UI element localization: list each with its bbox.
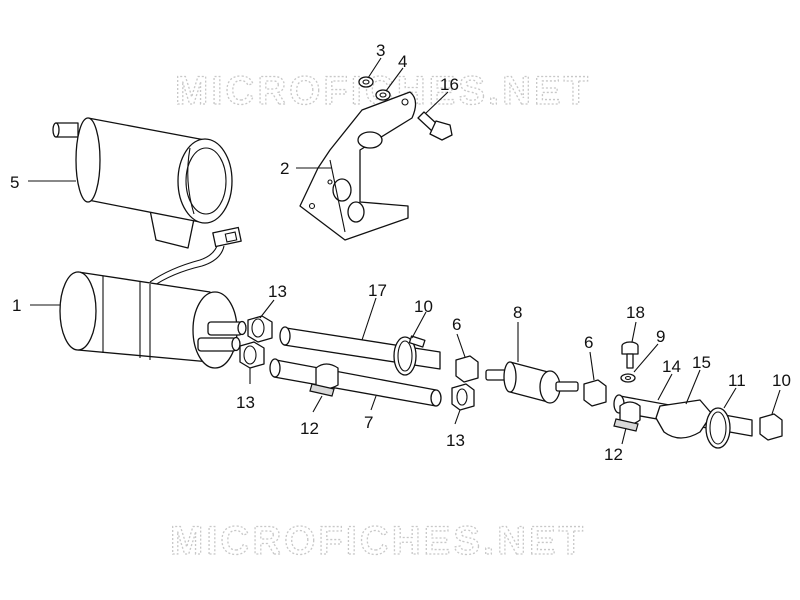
callout-7: 7: [364, 413, 373, 432]
callout-12-left: 12: [300, 419, 319, 438]
part-6-cap-left: [455, 355, 479, 383]
callout-10-right: 10: [772, 371, 791, 390]
part-4-washer: [375, 89, 391, 101]
part-13-clamp-a: [247, 315, 273, 343]
callout-18: 18: [626, 303, 645, 322]
part-13-clamp-c: [451, 383, 475, 411]
callout-8: 8: [513, 303, 522, 322]
part-12-clip-right: [613, 401, 641, 432]
part-1-fuel-pump: [59, 271, 247, 369]
part-17-hose: [279, 326, 441, 370]
part-12-clip-left: [309, 363, 339, 397]
callout-10-left: 10: [414, 297, 433, 316]
part-11-band-clamp: [705, 407, 731, 449]
callout-9: 9: [656, 327, 665, 346]
part-10-band-clamp: [393, 335, 426, 376]
part-6-cap-right: [583, 379, 607, 407]
callout-13-top: 13: [268, 282, 287, 301]
part-2-bracket: [299, 91, 417, 241]
part-15-strap: [655, 399, 713, 439]
wiring-connector: [149, 226, 242, 288]
part-10-cap-right: [759, 413, 783, 441]
callout-labels: 1 2 3 4 5 6 6 7 8 9 10 10 11 12 12 13 13…: [10, 41, 791, 464]
callout-6-left: 6: [452, 315, 461, 334]
callout-2: 2: [280, 159, 289, 178]
callout-13-bottom-right: 13: [446, 431, 465, 450]
part-3-washer: [358, 76, 374, 88]
callout-11: 11: [728, 371, 746, 390]
callout-15: 15: [692, 353, 711, 372]
callout-4: 4: [398, 52, 407, 71]
callout-6-right: 6: [584, 333, 593, 352]
part-7-hose: [269, 358, 442, 407]
callout-13-bottom-left: 13: [236, 393, 255, 412]
callout-16: 16: [440, 75, 459, 94]
callout-3: 3: [376, 41, 385, 60]
part-13-clamp-b: [239, 341, 265, 369]
callout-5: 5: [10, 173, 19, 192]
part-9-washer: [620, 373, 636, 383]
callout-17: 17: [368, 281, 387, 300]
leader-lines: [28, 57, 781, 445]
part-5-canister: [52, 117, 233, 249]
part-16-bolt: [417, 111, 453, 141]
watermark-bottom: MICROFICHES.NET: [170, 519, 586, 563]
callout-14: 14: [662, 357, 681, 376]
part-8-fuel-filter: [485, 361, 579, 404]
callout-12-right: 12: [604, 445, 623, 464]
part-18-screw: [621, 341, 639, 369]
callout-1: 1: [12, 296, 21, 315]
